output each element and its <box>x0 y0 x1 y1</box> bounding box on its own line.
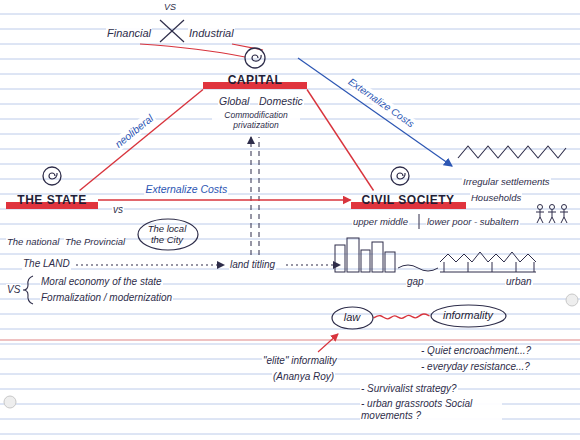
handwritten-note: The LAND <box>22 258 71 270</box>
circled-term: The local the City <box>137 218 199 251</box>
node-text: CAPITAL <box>213 73 297 87</box>
dashed-arrow <box>251 137 252 255</box>
gap-wiggle <box>398 265 438 271</box>
circled-term: law <box>331 306 374 330</box>
handwritten-note: Irregular settlements <box>462 176 551 187</box>
handwritten-note: - Quiet encroachment...? <box>420 345 532 357</box>
roof-zigzag <box>458 146 566 158</box>
handwritten-note: - Survivalist strategy? <box>360 383 458 395</box>
handwritten-note: Domestic <box>258 95 304 108</box>
ellipse-outline <box>431 305 506 327</box>
shack-roofs <box>440 252 536 262</box>
handwritten-note: urban <box>505 276 533 288</box>
stick-figure <box>536 210 544 223</box>
spiral-symbol <box>252 55 261 61</box>
spiral-symbol <box>245 48 265 68</box>
highlighted-heading: CAPITAL <box>203 71 307 90</box>
handwritten-note: The national <box>6 236 60 247</box>
building <box>372 242 383 272</box>
dotted-arrow <box>76 264 224 265</box>
spiral-symbol <box>391 167 409 185</box>
handwritten-note: Moral economy of the state <box>40 276 163 288</box>
highlighted-heading: CIVIL SOCIETY <box>351 191 466 210</box>
spiral-symbol <box>245 48 265 68</box>
city-skyline <box>335 238 395 272</box>
handwritten-note: - urban grassroots Social movements ? <box>360 398 502 422</box>
circled-term: informality <box>430 304 507 328</box>
brace <box>23 276 33 304</box>
ellipse-outline <box>138 219 198 250</box>
connector-line <box>98 199 351 200</box>
handwritten-note: Financial <box>106 27 152 40</box>
building <box>347 238 359 272</box>
cross-mark <box>160 20 184 42</box>
pointer-arrow <box>318 334 338 352</box>
spiral-symbol <box>397 173 405 179</box>
node-text: law <box>343 311 362 324</box>
shack-walls <box>440 262 536 272</box>
spiral-symbol <box>391 167 409 185</box>
margin-line <box>0 339 580 340</box>
connector-line <box>374 314 430 319</box>
punch-hole <box>4 396 16 408</box>
dashed-arrow <box>259 137 260 255</box>
connector-line <box>80 90 203 191</box>
handwritten-note: Global <box>218 95 250 108</box>
connector-line <box>307 90 374 191</box>
handwritten-note: vs <box>112 204 124 216</box>
handwritten-note: The Provincial <box>64 236 126 247</box>
handwritten-note: Commodification privatization <box>212 110 300 130</box>
building <box>335 245 345 272</box>
node-text: informality <box>442 309 495 322</box>
cross-mark <box>160 20 184 42</box>
handwritten-note: Households <box>470 192 522 203</box>
building <box>385 252 395 272</box>
shacks <box>440 252 536 272</box>
handwritten-note: - everyday resistance...? <box>420 361 531 373</box>
handwritten-note: Formalization / modernization <box>40 292 173 304</box>
handwritten-note: VS <box>6 284 21 296</box>
node-text: CIVIL SOCIETY <box>361 193 456 207</box>
handwritten-note: Externalize Costs <box>345 75 417 131</box>
handwritten-note: upper middle <box>352 216 409 227</box>
stick-figure <box>538 205 543 210</box>
spiral-symbol <box>49 173 57 179</box>
stick-figure <box>560 210 568 223</box>
stick-figure <box>562 205 567 210</box>
sketch-line <box>140 44 245 57</box>
node-text: The local the City <box>144 223 190 246</box>
building <box>361 250 370 272</box>
handwritten-note: (Ananya Roy) <box>272 371 335 383</box>
handwritten-note: "elite" informality <box>262 355 338 367</box>
edge-label: neoliberal <box>112 112 157 152</box>
stick-figure <box>550 205 555 210</box>
handwritten-note: lower poor - subaltern <box>426 216 520 227</box>
stick-figure <box>548 210 556 223</box>
handwritten-note: VS <box>163 2 177 13</box>
node-text: THE STATE <box>16 193 88 207</box>
spiral-symbol <box>43 167 61 185</box>
stick-figures <box>536 205 568 224</box>
handwritten-note: gap <box>406 276 425 288</box>
punch-hole <box>566 294 578 306</box>
spiral-symbol <box>43 167 61 185</box>
handwritten-note: land titling <box>229 259 276 271</box>
highlighted-heading: THE STATE <box>6 191 98 210</box>
handwritten-note: Industrial <box>188 27 235 40</box>
divider-line <box>419 214 420 229</box>
edge-label: Externalize Costs <box>145 183 229 196</box>
ellipse-outline <box>332 307 373 329</box>
dotted-arrow <box>286 264 340 265</box>
